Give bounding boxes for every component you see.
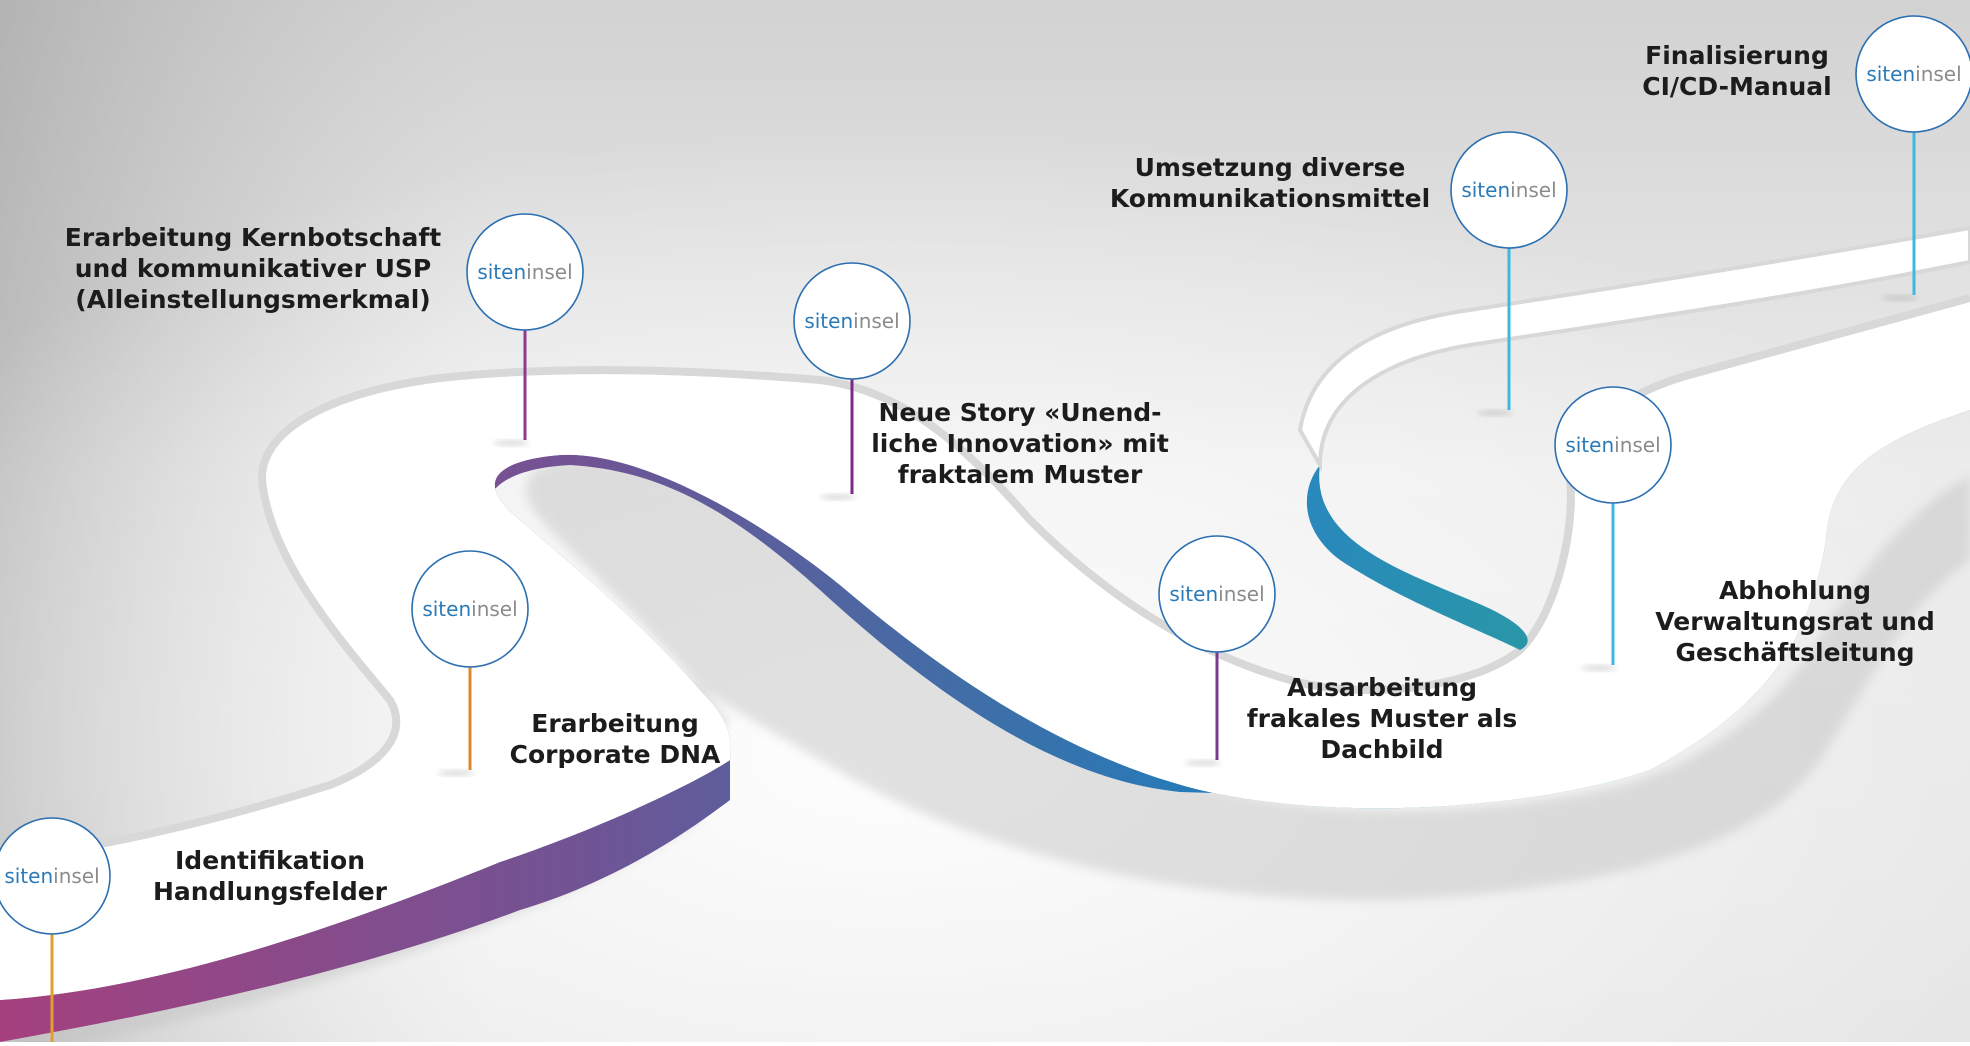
milestone-label-line: CI/CD-Manual (1642, 72, 1832, 101)
milestone-label-line: frakales Muster als (1246, 704, 1518, 733)
siteninsel-logo: siteninsel (1565, 433, 1660, 457)
siteninsel-logo: siteninsel (1866, 62, 1961, 86)
milestone-label-line: Erarbeitung Kernbotschaft (64, 223, 442, 252)
milestone-marker-kernbotschaft: siteninsel (466, 213, 584, 446)
milestone-label-line: Identifikation (175, 846, 365, 875)
marker-circle (411, 550, 529, 668)
marker-circle (1855, 15, 1970, 133)
milestone-label-line: (Alleinstellungsmerkmal) (75, 285, 431, 314)
siteninsel-logo: siteninsel (477, 260, 572, 284)
siteninsel-logo: siteninsel (4, 864, 99, 888)
milestone-label-line: fraktalem Muster (897, 460, 1143, 489)
milestone-marker-kommunikationsmittel: siteninsel (1450, 131, 1568, 416)
marker-foot-shadow (1185, 760, 1221, 766)
milestone-label-line: Abhohlung (1718, 576, 1872, 605)
milestone-label-line: liche Innovation» mit (871, 429, 1169, 458)
milestone-label-line: Ausarbeitung (1286, 673, 1478, 702)
marker-circle (1158, 535, 1276, 653)
road-top-surface (0, 298, 1970, 1000)
marker-foot-shadow (820, 494, 856, 500)
marker-foot-shadow (1882, 295, 1918, 301)
marker-circle (0, 817, 111, 935)
milestone-marker-fraktales-muster: siteninsel (1158, 535, 1276, 766)
marker-circle (793, 262, 911, 380)
milestone-label-line: Handlungsfelder (152, 877, 387, 906)
milestone-label-line: Neue Story «Unend- (878, 398, 1162, 427)
marker-circle (466, 213, 584, 331)
siteninsel-logo: siteninsel (1461, 178, 1556, 202)
siteninsel-logo: siteninsel (804, 309, 899, 333)
milestone-label-line: und kommunikativer USP (74, 254, 432, 283)
marker-foot-shadow (438, 770, 474, 776)
milestone-label-line: Verwaltungsrat und (1655, 607, 1935, 636)
milestone-label-line: Finalisierung (1645, 41, 1829, 70)
marker-circle (1554, 386, 1672, 504)
siteninsel-logo: siteninsel (422, 597, 517, 621)
marker-foot-shadow (1477, 410, 1513, 416)
milestone-marker-corporate-dna: siteninsel (411, 550, 529, 776)
marker-circle (1450, 131, 1568, 249)
milestone-marker-ci-cd-manual: siteninsel (1855, 15, 1970, 301)
milestone-label-line: Umsetzung diverse (1134, 153, 1406, 182)
marker-foot-shadow (493, 440, 529, 446)
road-upper-loop-wall (1306, 465, 1528, 650)
milestone-label-line: Dachbild (1320, 735, 1444, 764)
milestone-label-line: Erarbeitung (531, 709, 699, 738)
milestone-label-line: Corporate DNA (509, 740, 721, 769)
milestone-label-line: Geschäftsleitung (1675, 638, 1915, 667)
siteninsel-logo: siteninsel (1169, 582, 1264, 606)
marker-foot-shadow (1581, 665, 1617, 671)
road-upper-loop (1297, 225, 1970, 473)
milestone-marker-abholung: siteninsel (1554, 386, 1672, 671)
milestone-marker-neue-story: siteninsel (793, 262, 911, 500)
milestone-label-line: Kommunikationsmittel (1109, 184, 1431, 213)
